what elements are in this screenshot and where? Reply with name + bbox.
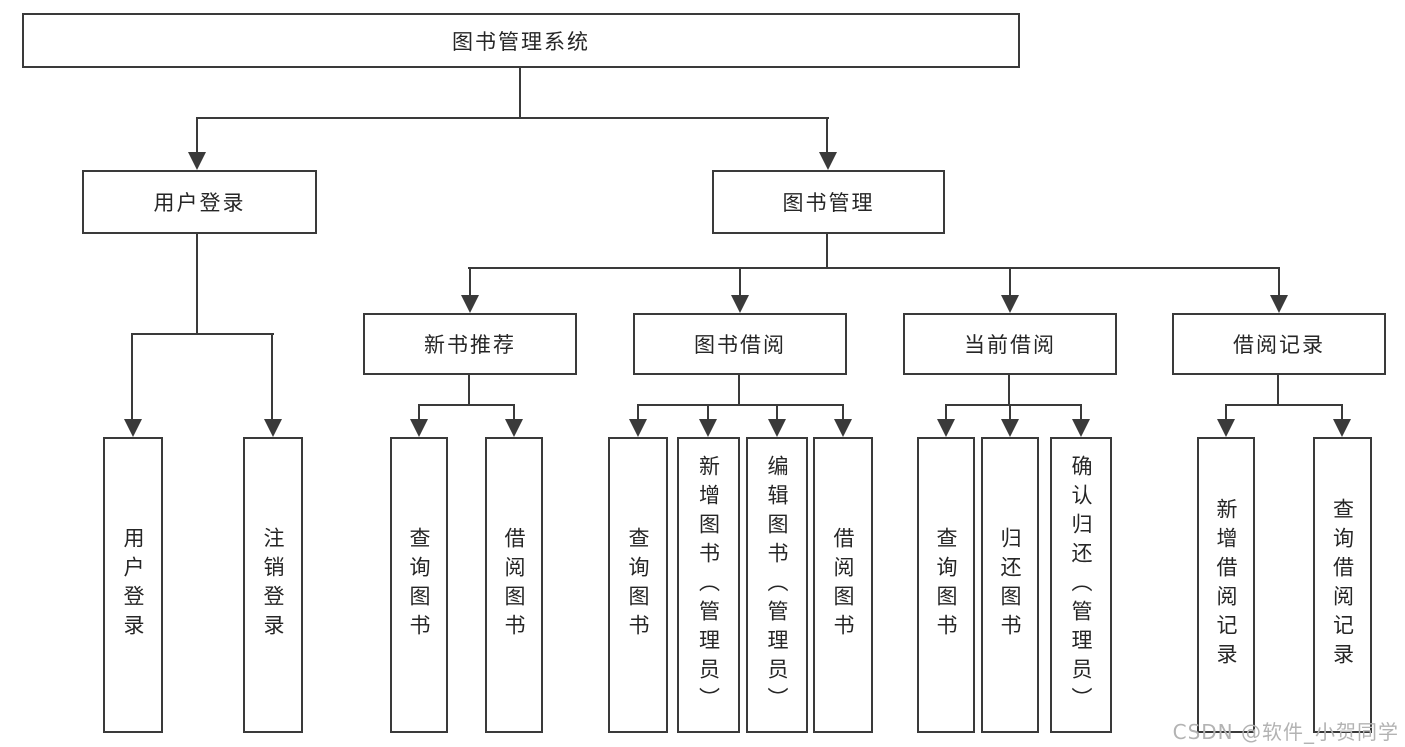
leaf-logout: 注销登录 (243, 437, 303, 733)
connector-line (826, 117, 828, 155)
connector-line (945, 404, 947, 424)
connector-line (707, 404, 709, 424)
leaf-return-books: 归还图书 (981, 437, 1039, 733)
connector-line (1225, 404, 1343, 406)
arrow-down-icon (629, 419, 647, 437)
leaf-user-login: 用户登录 (103, 437, 163, 733)
connector-line (196, 234, 198, 335)
node-root-library-system: 图书管理系统 (22, 13, 1020, 68)
connector-line (739, 267, 741, 299)
leaf-query-books-current: 查询图书 (917, 437, 975, 733)
arrow-down-icon (461, 295, 479, 313)
arrow-down-icon (124, 419, 142, 437)
arrow-down-icon (505, 419, 523, 437)
connector-line (519, 68, 521, 118)
csdn-watermark: CSDN @软件_小贺同学 (1172, 720, 1399, 744)
arrow-down-icon (699, 419, 717, 437)
connector-line (1008, 375, 1010, 406)
arrow-down-icon (188, 152, 206, 170)
connector-line (1009, 404, 1011, 424)
node-current-borrow: 当前借阅 (903, 313, 1117, 375)
leaf-query-books-borrow: 查询图书 (608, 437, 668, 733)
leaf-query-books-recommend: 查询图书 (390, 437, 448, 733)
connector-line (513, 404, 515, 424)
connector-line (945, 404, 1082, 406)
leaf-add-books-admin: 新增图书（管理员） (677, 437, 740, 733)
connector-line (1341, 404, 1343, 424)
connector-line (637, 404, 844, 406)
connector-line (738, 375, 740, 406)
arrow-down-icon (937, 419, 955, 437)
node-borrow-records: 借阅记录 (1172, 313, 1386, 375)
connector-line (468, 375, 470, 406)
arrow-down-icon (264, 419, 282, 437)
connector-line (1080, 404, 1082, 424)
connector-line (271, 333, 273, 423)
arrow-down-icon (768, 419, 786, 437)
connector-line (131, 333, 274, 335)
arrow-down-icon (819, 152, 837, 170)
connector-line (196, 117, 198, 155)
leaf-edit-books-admin: 编辑图书（管理员） (746, 437, 808, 733)
node-book-management: 图书管理 (712, 170, 945, 234)
connector-line (469, 267, 471, 299)
leaf-borrow-books: 借阅图书 (813, 437, 873, 733)
connector-line (418, 404, 420, 424)
connector-line (637, 404, 639, 424)
arrow-down-icon (1001, 295, 1019, 313)
leaf-borrow-books-recommend: 借阅图书 (485, 437, 543, 733)
connector-line (196, 117, 829, 119)
connector-line (1278, 267, 1280, 299)
arrow-down-icon (410, 419, 428, 437)
connector-line (842, 404, 844, 424)
arrow-down-icon (1270, 295, 1288, 313)
connector-line (1009, 267, 1011, 299)
leaf-confirm-return-admin: 确认归还（管理员） (1050, 437, 1112, 733)
connector-line (1225, 404, 1227, 424)
connector-line (1277, 375, 1279, 406)
arrow-down-icon (1217, 419, 1235, 437)
connector-line (418, 404, 515, 406)
connector-line (468, 267, 1280, 269)
connector-line (131, 333, 133, 423)
arrow-down-icon (1072, 419, 1090, 437)
arrow-down-icon (834, 419, 852, 437)
arrow-down-icon (1333, 419, 1351, 437)
connector-line (826, 234, 828, 269)
connector-line (776, 404, 778, 424)
node-book-borrow: 图书借阅 (633, 313, 847, 375)
arrow-down-icon (1001, 419, 1019, 437)
node-new-book-recommend: 新书推荐 (363, 313, 577, 375)
leaf-query-borrow-record: 查询借阅记录 (1313, 437, 1372, 733)
arrow-down-icon (731, 295, 749, 313)
leaf-add-borrow-record: 新增借阅记录 (1197, 437, 1255, 733)
node-user-login: 用户登录 (82, 170, 317, 234)
